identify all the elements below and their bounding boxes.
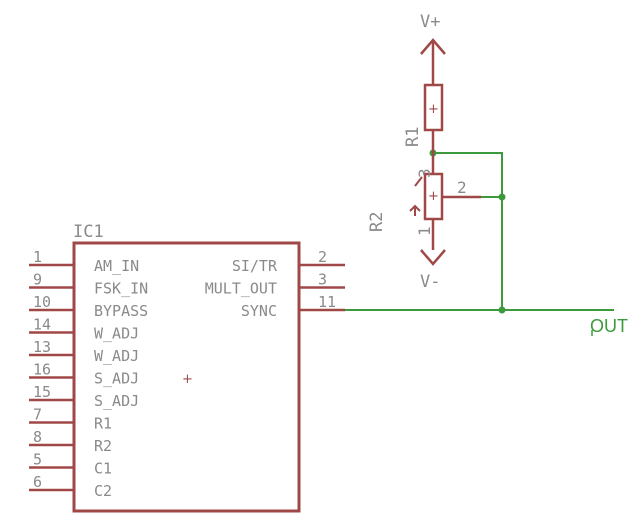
ic-pin-label: C2 — [94, 482, 112, 500]
ic-pin-label: SI/TR — [232, 257, 278, 275]
ic-pin-label: MULT_OUT — [205, 280, 277, 298]
ic-pin-number: 3 — [318, 271, 327, 289]
ic-pin-number: 16 — [33, 361, 51, 379]
potentiometer-r2-pin1: 1 — [415, 226, 434, 236]
potentiometer-r2-mark: + — [428, 189, 439, 204]
ic-pin-number: 14 — [33, 316, 51, 334]
potentiometer-r2-label: R2 — [367, 212, 387, 232]
ic-pin-number: 7 — [33, 406, 42, 424]
potentiometer-r2-pin2: 2 — [457, 178, 467, 197]
ic-pin-label: C1 — [94, 460, 112, 478]
wire-r1-r2-junction — [433, 152, 503, 310]
potentiometer-r2 — [409, 153, 481, 250]
ic-pin-label: S_ADJ — [94, 392, 139, 410]
ic-pin-number: 11 — [318, 293, 336, 311]
ic-pin-right: 2SI/TR — [232, 248, 345, 275]
ic-pin-number: 9 — [33, 271, 42, 289]
ic-pin-number: 5 — [33, 451, 42, 469]
junction-dot — [498, 306, 506, 314]
resistor-r1 — [423, 83, 444, 153]
ic-pin-label: R2 — [94, 437, 112, 455]
ic-pin-label: AM_IN — [94, 257, 139, 275]
resistor-r1-mark: + — [428, 102, 439, 117]
supply-vplus — [420, 38, 446, 85]
potentiometer-r2-pin3: 3 — [415, 168, 434, 178]
ic-pin-label: FSK_IN — [94, 280, 148, 298]
ic-pin-label: SYNC — [241, 302, 277, 320]
supply-vminus-label: V- — [420, 272, 440, 292]
ic-pin-number: 13 — [33, 338, 51, 356]
resistor-r1-label: R1 — [403, 127, 423, 147]
ic-pin-number: 6 — [33, 473, 42, 491]
ic-origin-mark: + — [182, 372, 193, 387]
ic-pin-number: 1 — [33, 248, 42, 266]
ic-pin-label: R1 — [94, 415, 112, 433]
ic-pin-label: S_ADJ — [94, 370, 139, 388]
junction-dot — [498, 193, 506, 201]
ic-pin-label: BYPASS — [94, 302, 148, 320]
ic-pin-number: 15 — [33, 383, 51, 401]
ic-pin-number: 8 — [33, 428, 42, 446]
ic-pin-label: W_ADJ — [94, 325, 139, 343]
supply-vplus-label: V+ — [420, 12, 440, 32]
ic-pin-label: W_ADJ — [94, 347, 139, 365]
ic-pin-number: 10 — [33, 293, 51, 311]
ic-name-label: IC1 — [73, 222, 104, 242]
supply-vminus — [420, 249, 446, 266]
ic-pin-number: 2 — [318, 248, 327, 266]
net-label-out: OUT — [590, 316, 628, 336]
